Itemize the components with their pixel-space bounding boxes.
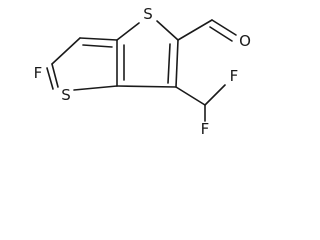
bond-fused-top-to-sulfur-right <box>116 22 140 41</box>
atom-label-difluoro-lower: F <box>201 120 210 137</box>
aldehyde-group <box>177 19 237 42</box>
bond-cf-to-top-left-ring <box>51 37 81 65</box>
bond-c3-to-fused-bottom <box>116 85 177 88</box>
bond-fused-bottom-to-sulfur-left <box>73 85 118 91</box>
bond-chf2-to-f-upper <box>204 84 226 106</box>
molecule-structure: F S S O F F <box>34 5 251 137</box>
atom-label-difluoro-upper: F <box>230 67 239 85</box>
bond-top-left-double <box>82 44 113 48</box>
bond-c3-to-chf2 <box>175 86 206 106</box>
bond-cho-to-o <box>211 19 237 36</box>
atom-label-sulfur-left: S <box>61 86 71 104</box>
atom-label-fluoro-ring: F <box>34 64 43 82</box>
bond-sulfur-left-to-cf <box>51 63 59 88</box>
atom-label-sulfur-right: S <box>143 5 153 23</box>
left-thiophene-ring <box>46 37 118 91</box>
bond-c2-to-cho <box>177 19 213 41</box>
bond-c2-to-c3 <box>175 39 179 88</box>
bond-cho-to-o-double <box>209 26 233 42</box>
bond-c2-c3-double <box>167 43 171 84</box>
difluoromethyl-group <box>175 84 226 122</box>
right-thiophene-ring <box>116 20 179 88</box>
bond-top-left-to-fused-top <box>79 37 118 41</box>
bond-sulfur-right-to-c2 <box>156 20 179 41</box>
bond-cf-to-sulfur-left-double <box>46 67 54 90</box>
atom-label-aldehyde-oxygen: O <box>239 32 251 50</box>
